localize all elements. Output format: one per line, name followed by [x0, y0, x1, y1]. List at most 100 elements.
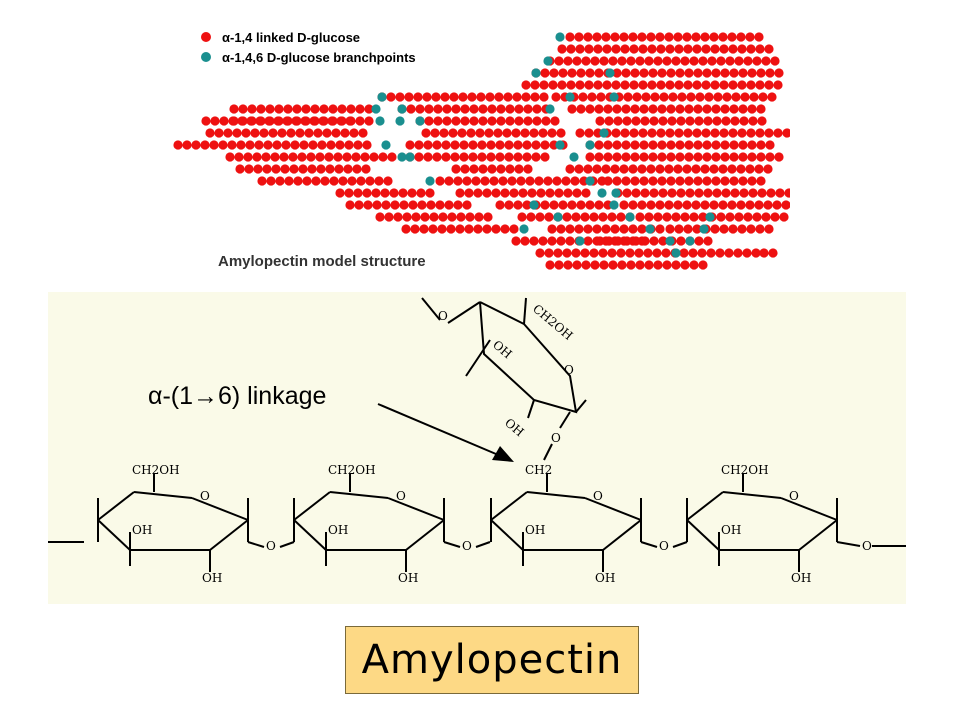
linked-glucose-dot — [684, 152, 694, 162]
linked-glucose-dot — [552, 176, 562, 186]
linked-glucose-dot — [665, 128, 675, 138]
linked-glucose-dot — [491, 224, 501, 234]
linked-glucose-dot — [477, 140, 487, 150]
linked-glucose-dot — [671, 212, 681, 222]
linked-glucose-dot — [745, 32, 755, 42]
bridge-oxygen-label: O — [462, 539, 472, 553]
linked-glucose-dot — [743, 56, 753, 66]
linked-glucose-dot — [182, 140, 192, 150]
linked-glucose-dot — [575, 44, 585, 54]
linked-glucose-dot — [567, 104, 577, 114]
branchpoint-dot — [575, 236, 585, 246]
linked-glucose-dot — [236, 140, 246, 150]
linked-glucose-dot — [620, 44, 630, 54]
linked-glucose-dot — [245, 140, 255, 150]
linked-glucose-dot — [720, 68, 730, 78]
ch2-label: CH2OH — [132, 463, 180, 477]
linked-glucose-dot — [313, 128, 323, 138]
linked-glucose-dot — [563, 188, 573, 198]
linked-glucose-dot — [538, 236, 548, 246]
linked-glucose-dot — [682, 32, 692, 42]
linked-glucose-dot — [593, 44, 603, 54]
linked-glucose-dot — [666, 152, 676, 162]
linked-glucose-dot — [256, 104, 266, 114]
linked-glucose-dot — [435, 176, 445, 186]
linked-glucose-dot — [520, 236, 530, 246]
linked-glucose-dot — [253, 164, 263, 174]
linked-glucose-dot — [635, 260, 645, 270]
linked-glucose-dot — [646, 164, 656, 174]
linked-glucose-dot — [487, 116, 497, 126]
ch2-label: CH2 — [525, 463, 552, 477]
linked-glucose-dot — [502, 128, 512, 138]
linked-glucose-dot — [266, 176, 276, 186]
linked-glucose-dot — [585, 68, 595, 78]
bond-line — [836, 541, 861, 547]
linked-glucose-dot — [205, 128, 215, 138]
linked-glucose-dot — [402, 212, 412, 222]
linked-glucose-dot — [578, 92, 588, 102]
linked-glucose-dot — [738, 68, 748, 78]
linked-glucose-dot — [565, 164, 575, 174]
linked-glucose-dot — [612, 104, 622, 114]
bond-line — [247, 541, 265, 548]
linked-glucose-dot — [549, 68, 559, 78]
linked-glucose-dot — [630, 152, 640, 162]
linked-glucose-dot — [657, 104, 667, 114]
linked-glucose-dot — [602, 80, 612, 90]
linked-glucose-dot — [711, 140, 721, 150]
linked-glucose-dot — [420, 212, 430, 222]
linked-glucose-dot — [675, 68, 685, 78]
branchpoint-dot — [519, 224, 529, 234]
linked-glucose-dot — [646, 200, 656, 210]
linked-glucose-dot — [637, 224, 647, 234]
linked-glucose-dot — [572, 56, 582, 66]
branchpoint-dot — [415, 116, 425, 126]
linked-glucose-dot — [338, 176, 348, 186]
branchpoint-dot — [609, 200, 619, 210]
linked-glucose-dot — [653, 260, 663, 270]
ring-labels: CH2OHOOHOHOCH2OHOOHOHOCH2OOHOHOCH2OHOOHO… — [132, 463, 872, 585]
linked-glucose-dot — [674, 128, 684, 138]
linked-glucose-dot — [691, 32, 701, 42]
linked-glucose-dot — [736, 32, 746, 42]
linked-glucose-dot — [558, 200, 568, 210]
linked-glucose-dot — [710, 224, 720, 234]
linked-glucose-dot — [619, 32, 629, 42]
linked-glucose-dot — [754, 32, 764, 42]
linked-glucose-dot — [504, 200, 514, 210]
linked-glucose-dot — [622, 116, 632, 126]
linked-glucose-dot — [616, 248, 626, 258]
linked-glucose-dot — [749, 92, 759, 102]
linked-glucose-dot — [504, 140, 514, 150]
ring-oxygen-label: O — [396, 489, 406, 503]
linked-glucose-dot — [711, 104, 721, 114]
linked-glucose-dot — [684, 176, 694, 186]
linked-glucose-dot — [719, 80, 729, 90]
linked-glucose-dot — [308, 140, 318, 150]
linked-glucose-dot — [451, 116, 461, 126]
linked-glucose-dot — [752, 56, 762, 66]
linked-glucose-dot — [610, 164, 620, 174]
linked-glucose-dot — [782, 128, 790, 138]
hydroxyl-label: OH — [328, 523, 348, 537]
linked-glucose-dot — [423, 152, 433, 162]
linked-glucose-dot — [664, 164, 674, 174]
bond-line — [584, 497, 642, 521]
linked-glucose-dot — [511, 128, 521, 138]
linked-glucose-dot — [604, 116, 614, 126]
linked-glucose-dot — [602, 44, 612, 54]
linked-glucose-dot — [748, 188, 758, 198]
linked-glucose-dot — [746, 80, 756, 90]
linked-glucose-dot — [691, 164, 701, 174]
linked-glucose-dot — [462, 200, 472, 210]
linked-glucose-dot — [405, 140, 415, 150]
linked-glucose-dot — [317, 140, 327, 150]
linked-glucose-dot — [525, 176, 535, 186]
linked-glucose-dot — [486, 140, 496, 150]
linked-glucose-dot — [450, 152, 460, 162]
linked-glucose-dot — [363, 200, 373, 210]
linked-glucose-dot — [530, 80, 540, 90]
linked-glucose-dot — [601, 224, 611, 234]
linked-glucose-dot — [655, 164, 665, 174]
